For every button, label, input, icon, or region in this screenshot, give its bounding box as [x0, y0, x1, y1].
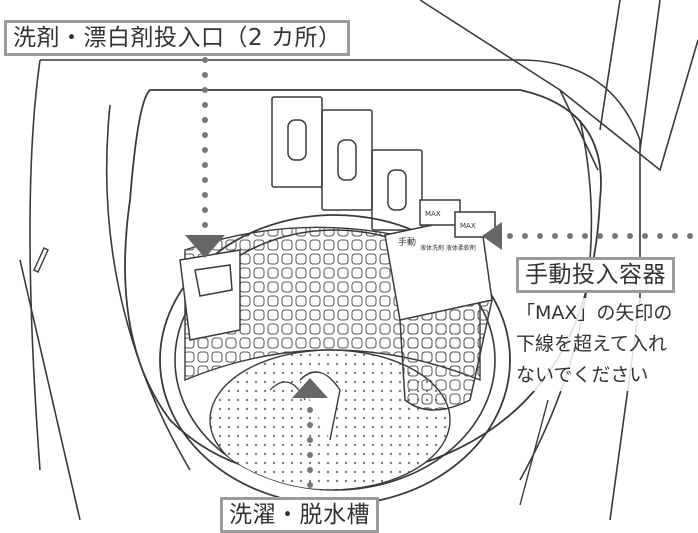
- note-leader: [519, 399, 549, 506]
- back-wall-panels: [271, 96, 423, 231]
- note-line: 「MAX」の矢印の: [516, 302, 673, 324]
- leader-manual: [507, 233, 693, 239]
- leader-tub: [307, 407, 313, 488]
- dispenser-labels: 液体洗剤 液体柔軟剤: [420, 244, 476, 252]
- max-warning-note: 「MAX」の矢印の下線を超えて入れないでください: [516, 298, 673, 391]
- max-mark-1: MAX: [425, 210, 441, 218]
- max-mark-2: MAX: [460, 222, 476, 230]
- lid-latch-icon: [33, 247, 49, 273]
- lid: [419, 0, 698, 172]
- note-line: ないでください: [516, 364, 649, 386]
- pointer-arrow-detergent: [185, 235, 225, 258]
- dispenser-title: 手動: [398, 236, 416, 248]
- wash-tub-label: 洗濯・脱水槽: [220, 497, 379, 533]
- manual-container-label: 手動投入容器: [516, 257, 675, 293]
- manual-dispenser: 手動 液体洗剤 液体柔軟剤 MAX MAX: [384, 199, 496, 411]
- pointer-arrow-tub: [292, 378, 328, 398]
- note-line: 下線を超えて入れ: [516, 333, 668, 355]
- drum-bracket: [179, 249, 241, 341]
- pulsator: [209, 349, 451, 490]
- pointer-arrow-manual: [482, 222, 502, 250]
- detergent-inlet-label: 洗剤・漂白剤投入口（2 カ所）: [4, 20, 351, 56]
- leader-detergent: [202, 57, 208, 228]
